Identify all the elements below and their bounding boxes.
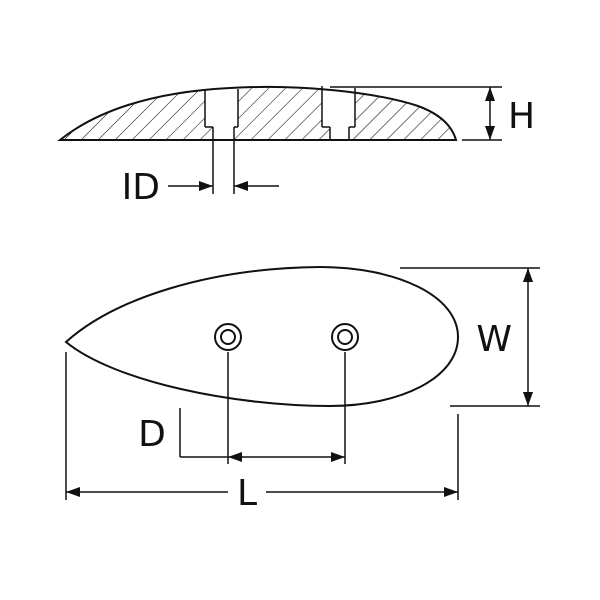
height-arrow-down: [485, 126, 495, 140]
side-view-hatching: [60, 86, 456, 140]
dimension-label-length: L: [237, 473, 257, 514]
length-arrow-right: [444, 487, 458, 497]
dimension-label-width: W: [476, 319, 512, 360]
width-arrow-down: [523, 392, 533, 406]
dimension-width: W: [400, 267, 540, 407]
id-arrow-right: [199, 181, 213, 191]
spacing-arrow-right: [331, 452, 345, 462]
dimension-inner-diameter: ID: [122, 127, 279, 208]
side-view: [57, 82, 458, 141]
dimension-height: H: [330, 86, 535, 141]
id-arrow-left: [234, 181, 248, 191]
dimension-label-inner-diameter: ID: [122, 167, 160, 208]
spacing-arrow-left: [228, 452, 242, 462]
left-hole-stem: [213, 127, 234, 139]
plan-view-outline: [64, 265, 460, 408]
right-hole-outer: [331, 323, 359, 351]
right-hole-inner: [337, 329, 353, 345]
dimension-label-hole-spacing: D: [138, 414, 166, 455]
height-arrow-up: [485, 87, 495, 101]
plan-view: [64, 265, 460, 408]
side-view-outline: [57, 86, 458, 141]
dimension-label-height: H: [508, 96, 535, 137]
counterbore-edges: [204, 86, 356, 140]
dimension-hole-spacing: D: [138, 352, 346, 464]
left-hole-outer: [214, 323, 242, 351]
width-arrow-up: [523, 268, 533, 282]
dimension-length: L: [65, 352, 459, 514]
length-arrow-left: [66, 487, 80, 497]
left-hole-inner: [220, 329, 236, 345]
right-hole-stem: [330, 127, 349, 139]
